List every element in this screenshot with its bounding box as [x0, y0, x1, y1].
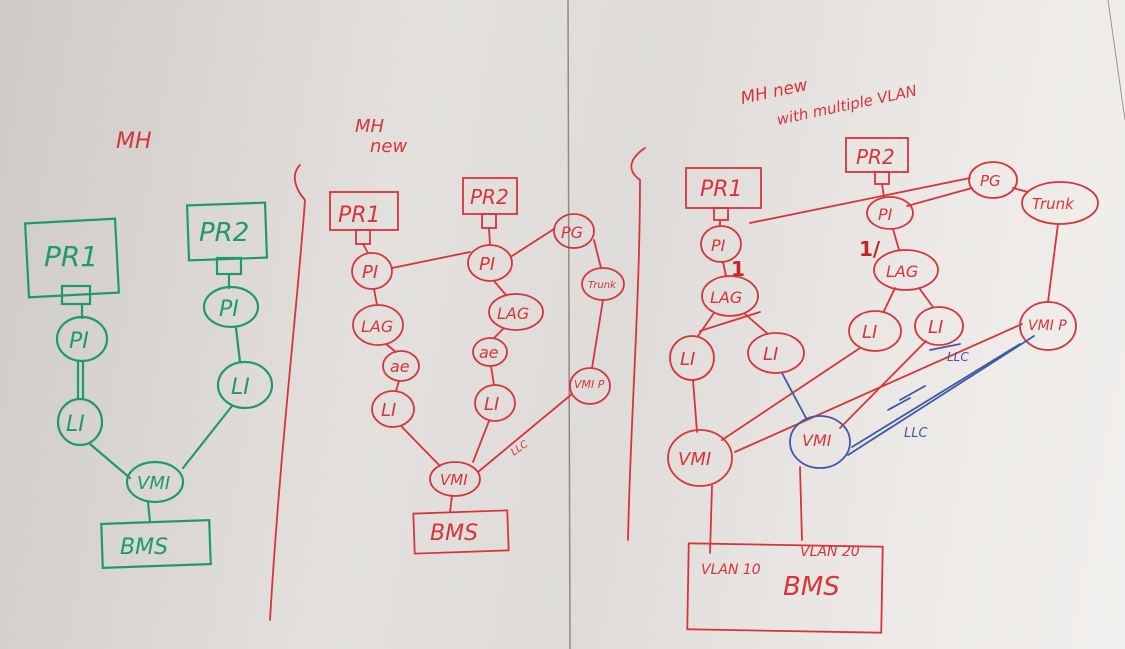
middle-pi-b-label: PI [479, 254, 495, 275]
right-trunk-node [1021, 181, 1099, 225]
left-pi-a-label: PI [69, 329, 89, 354]
right-left-bracket [627, 147, 646, 541]
right-pr2-label: PR2 [856, 145, 895, 169]
right-pr1-label: PR1 [700, 177, 743, 202]
left-pi-a-node [55, 315, 109, 363]
middle-vmi-node [429, 461, 481, 497]
middle-ae-b-node [472, 337, 508, 367]
right-li-a-label: LI [680, 349, 695, 370]
middle-trunk-label: Trunk [588, 280, 617, 291]
right-pi-b-node [866, 196, 914, 230]
middle-pi-a-node [351, 252, 393, 290]
right-li-b-label: LI [763, 344, 778, 365]
left-li-b-label: LI [231, 375, 250, 400]
left-bms-label: BMS [120, 535, 168, 560]
middle-bms-box [412, 509, 510, 555]
right-llc-a-label: LLC [947, 350, 969, 364]
right-li-d-node [914, 306, 964, 346]
board-seam [567, 0, 571, 649]
right-mark-b: 1/ [859, 237, 881, 261]
right-vmi-a-label: VMI [678, 449, 711, 470]
left-pr2-port [215, 256, 243, 276]
right-pi-a-node [700, 225, 742, 263]
middle-title-line1: MH [355, 116, 385, 137]
middle-lag-a-node [352, 304, 404, 346]
right-bms-label: BMS [783, 572, 840, 602]
middle-title-line2: new [370, 136, 407, 157]
board-edge [1107, 0, 1125, 121]
left-li-a-node [56, 397, 104, 447]
right-li-a-node [669, 335, 715, 381]
middle-pr2-label: PR2 [470, 185, 509, 209]
right-diagram: MH new with multiple VLAN PR1 PR2 PG Tru… [627, 75, 1099, 634]
right-lag-b-node [873, 249, 939, 291]
middle-vmi-p-label: VMI P [574, 378, 605, 391]
right-pg-node [968, 161, 1018, 199]
middle-lag-a-label: LAG [361, 317, 393, 336]
middle-vmi-p-node [569, 367, 611, 405]
right-pi-a-label: PI [711, 236, 726, 255]
middle-li-a-label: LI [381, 400, 396, 421]
left-diagram: MH PR1 PR2 PI PI LI LI VMI BMS [23, 129, 274, 570]
right-pg-label: PG [980, 172, 1001, 190]
middle-li-b-label: LI [484, 394, 499, 415]
middle-llc-label: LLC [509, 439, 530, 458]
middle-left-bracket [269, 164, 306, 621]
right-lag-a-node [701, 275, 759, 317]
middle-pi-a-label: PI [362, 262, 378, 283]
middle-diagram: MH new PR1 PR2 PG Trunk PI PI LAG LAG ae… [269, 116, 625, 621]
blue-annotations [781, 335, 1035, 469]
left-vmi-node [125, 460, 185, 504]
right-title-line1: MH new [739, 75, 810, 109]
right-vmi-b-node [789, 415, 851, 469]
middle-ae-b-label: ae [479, 343, 499, 362]
right-li-d-label: LI [928, 317, 943, 338]
middle-vmi-label: VMI [440, 471, 468, 489]
middle-bms-label: BMS [430, 521, 478, 546]
right-vmi-p-label: VMI P [1028, 318, 1067, 334]
right-vlan-a-label: VLAN 10 [701, 562, 761, 578]
right-li-c-node [848, 310, 902, 352]
right-lag-b-label: LAG [886, 262, 918, 281]
middle-lag-b-node [488, 293, 544, 331]
right-li-c-label: LI [862, 322, 877, 343]
middle-lag-b-label: LAG [497, 304, 529, 323]
right-lag-a-label: LAG [710, 288, 742, 307]
middle-li-a-node [371, 390, 415, 428]
right-vmi-a-node [667, 429, 733, 487]
left-pr1-box [23, 217, 121, 299]
middle-ae-a-label: ae [390, 357, 410, 376]
right-li-b-node [747, 332, 805, 374]
middle-pr1-label: PR1 [338, 203, 381, 228]
right-vmi-b-label: VMI [802, 431, 832, 450]
left-li-a-label: LI [66, 412, 85, 437]
right-bms-box [686, 542, 884, 634]
left-pi-b-label: PI [219, 297, 239, 322]
middle-pg-label: PG [561, 223, 583, 242]
right-vmi-p-node [1019, 301, 1077, 351]
middle-pg-node [553, 213, 595, 249]
left-pr2-label: PR2 [199, 218, 249, 248]
left-li-b-node [216, 360, 274, 410]
left-vmi-label: VMI [137, 473, 170, 494]
left-pr1-port [60, 284, 92, 306]
left-title: MH [116, 129, 152, 154]
left-pr1-label: PR1 [44, 240, 98, 273]
middle-ae-a-node [382, 350, 420, 382]
middle-li-b-node [474, 384, 516, 422]
right-pi-b-label: PI [878, 205, 893, 224]
right-vlan-b-label: VLAN 20 [800, 544, 860, 560]
left-pi-b-node [202, 285, 260, 329]
right-llc-b-label: LLC [904, 426, 928, 441]
left-bms-box [100, 518, 212, 570]
blue-link-li-vmi [781, 372, 807, 419]
right-mark-a: 1 [731, 257, 745, 281]
right-trunk-label: Trunk [1032, 195, 1075, 213]
